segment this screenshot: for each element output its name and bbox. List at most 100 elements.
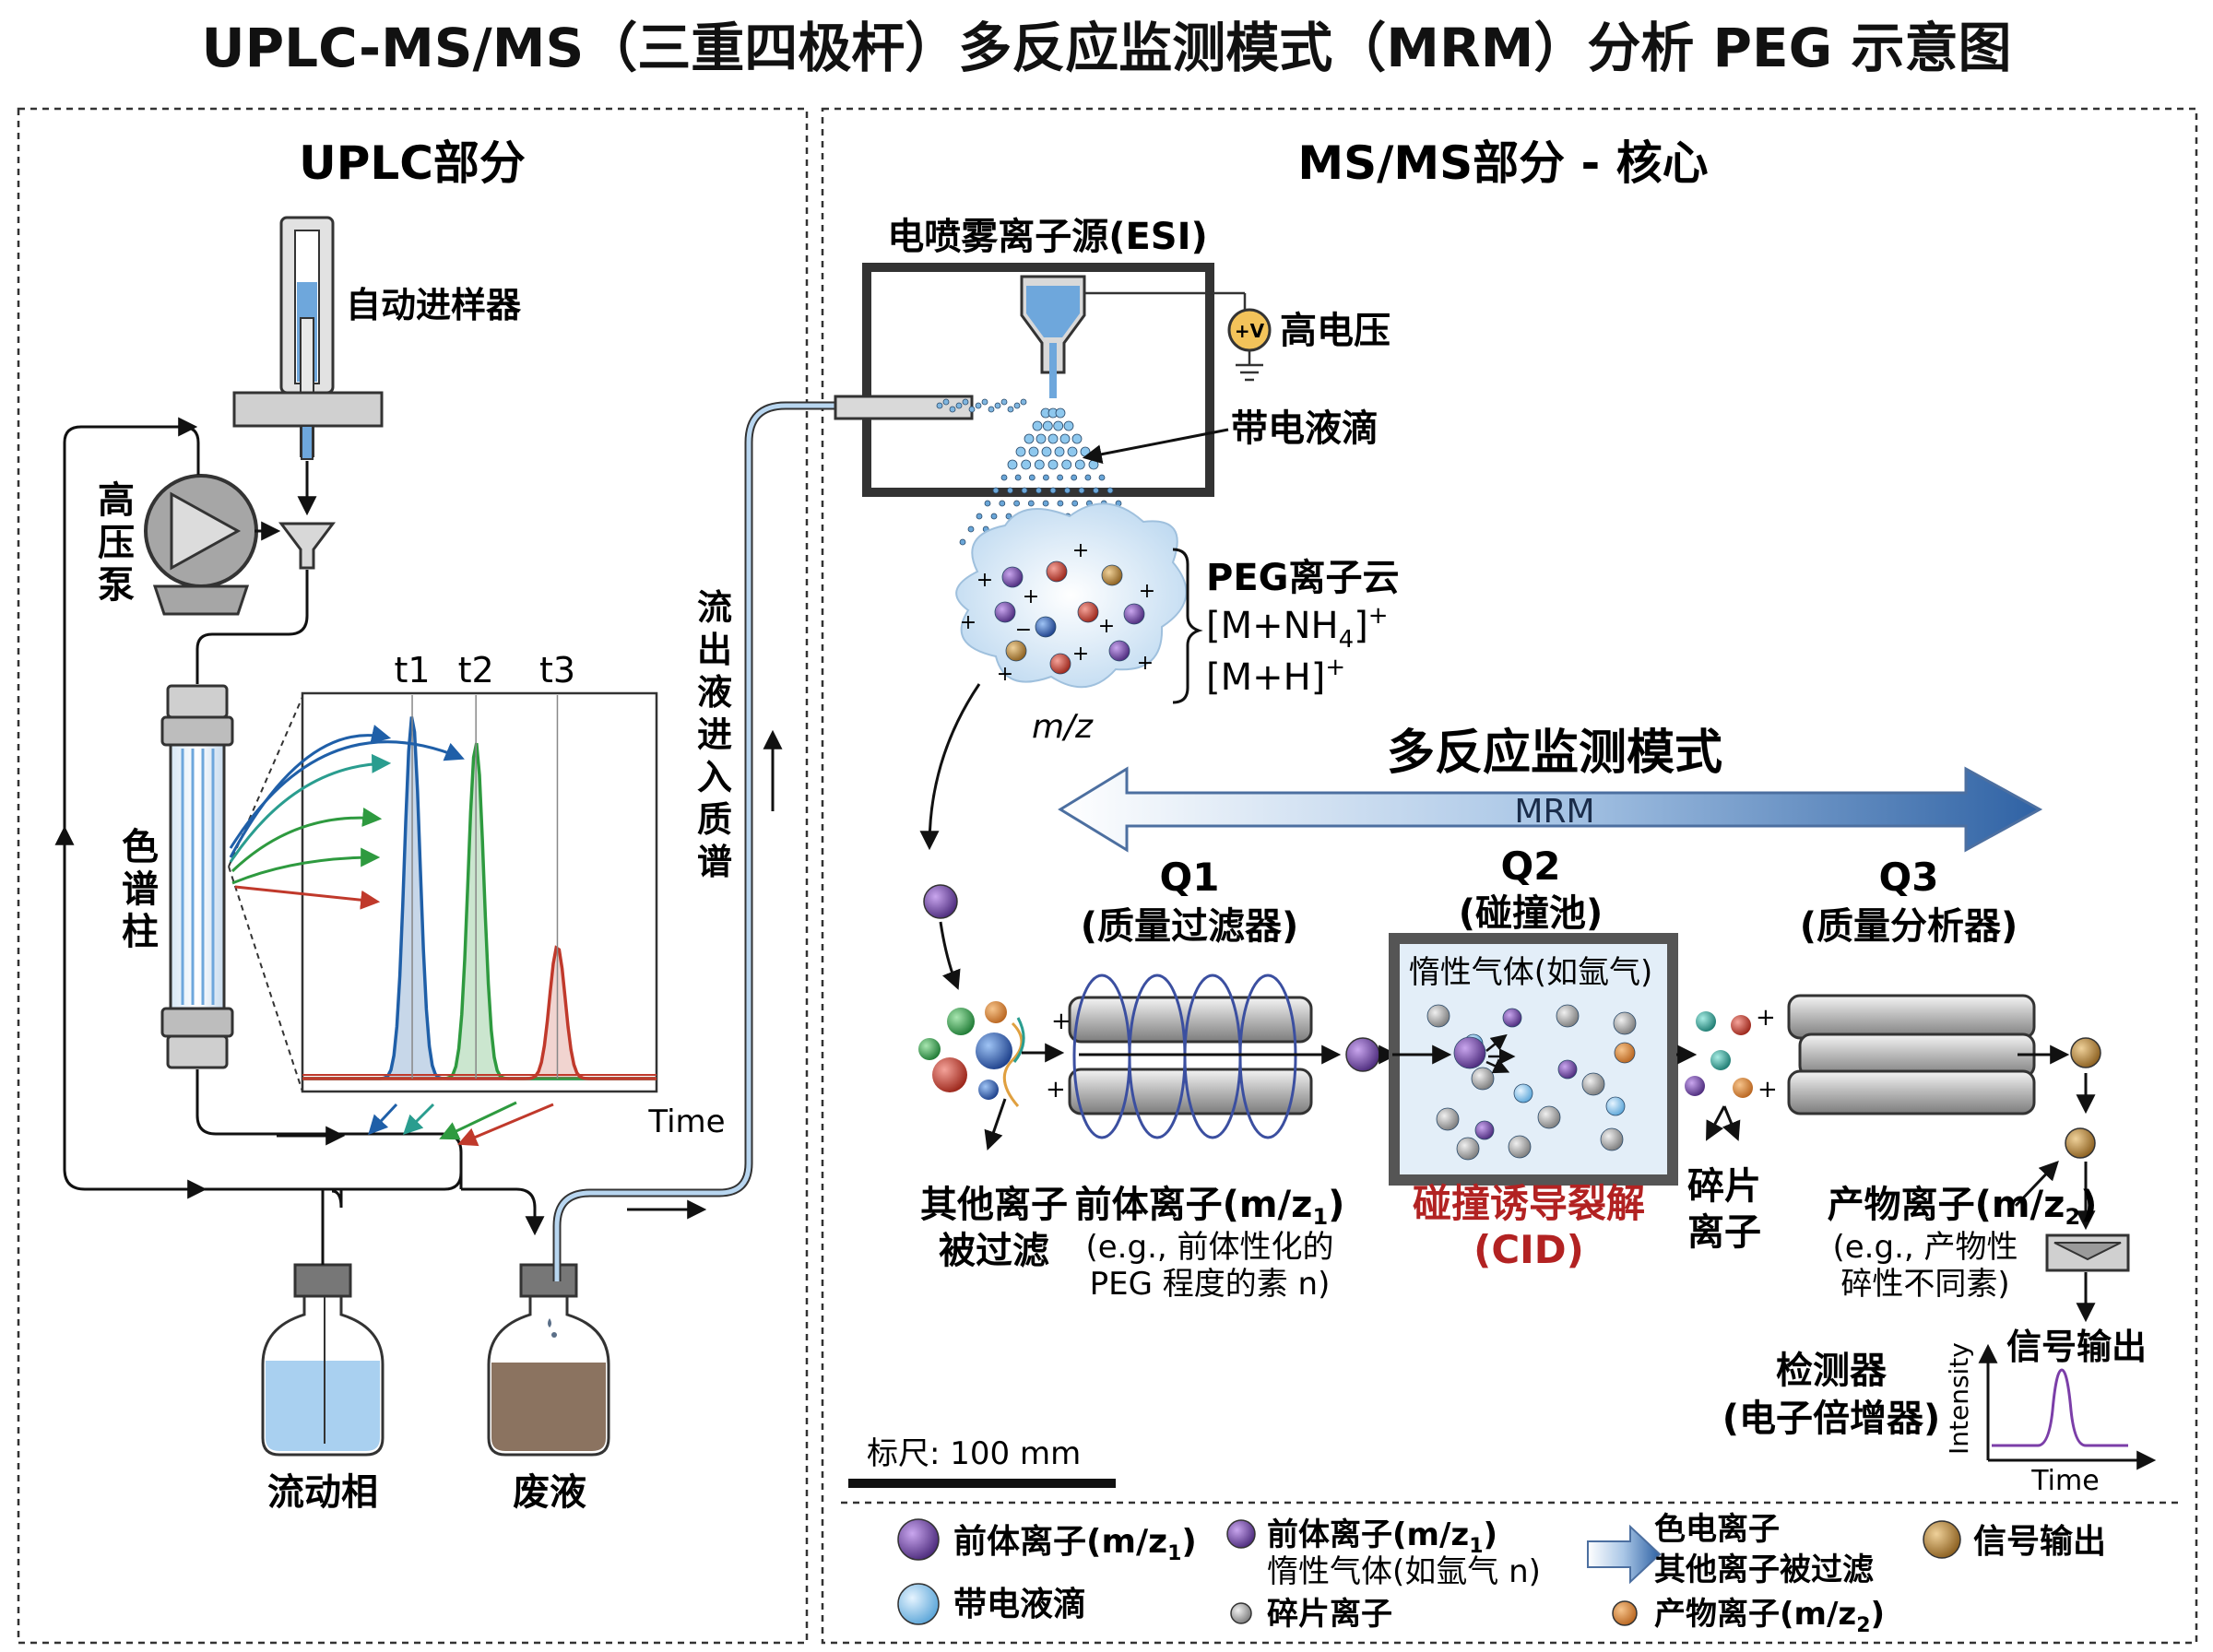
spray-droplet-17 — [1080, 446, 1091, 457]
to-ms-char-3: 液 — [697, 672, 732, 713]
peak-line-3 — [302, 945, 657, 1080]
q3-label: Q3 — [1879, 855, 1939, 900]
legend-signal-swatch — [1923, 1520, 1961, 1559]
spray-droplet-39 — [1078, 487, 1085, 494]
to-ms-char-7: 谱 — [697, 842, 732, 882]
precursor-ion-after-q1 — [1345, 1037, 1380, 1072]
inert-gas-atom-4 — [1581, 1072, 1605, 1096]
legend-arrow-2: 其他离子被过滤 — [1654, 1552, 1874, 1588]
detector-label-2: (电子倍增器) — [1722, 1398, 1941, 1440]
cloud-ion-5 — [1077, 601, 1099, 623]
cloud-plus-1: + — [1072, 539, 1089, 562]
cloud-ion-8 — [1049, 653, 1071, 675]
adduct-ammonium-main: [M+NH — [1206, 605, 1339, 647]
legend-arrow-swatch — [1587, 1524, 1662, 1585]
other-ions-group — [918, 1001, 1065, 1150]
fragment-plus-bottom: + — [1757, 1076, 1778, 1103]
spray-droplet-100 — [942, 398, 950, 406]
ms-panel-frame — [821, 107, 2198, 1645]
spray-droplet-46 — [1042, 500, 1049, 507]
to-ms-char-2: 出 — [697, 630, 732, 670]
spray-droplet-16 — [1067, 446, 1078, 457]
spray-droplet-24 — [1088, 459, 1099, 470]
peak-label-t1: t1 — [394, 650, 430, 690]
q1-plus-bottom: + — [1046, 1076, 1066, 1103]
spray-droplet-28 — [1043, 474, 1049, 481]
cell-precursor-ion — [1453, 1036, 1486, 1069]
autosampler-label: 自动进样器 — [346, 285, 522, 325]
peak-area-2 — [302, 743, 657, 1079]
mrm-title: 多反应监测模式 — [1387, 726, 1722, 781]
chromatogram-time-label: Time — [647, 1103, 725, 1140]
peak-label-t3: t3 — [539, 650, 575, 690]
mrm-arrow — [1058, 766, 2043, 853]
other-ions-label-1: 其他离子 — [920, 1184, 1068, 1226]
spray-droplet-92 — [994, 402, 1001, 409]
signal-label: 信号输出 — [2006, 1327, 2147, 1367]
precursor-note-2: PEG 程度的素 n) — [1090, 1266, 1331, 1303]
cloud-ion-0 — [1001, 566, 1024, 588]
spray-droplet-19 — [1021, 459, 1032, 470]
selected-precursor-ion — [923, 884, 958, 919]
spray-droplet-52 — [976, 513, 983, 520]
legend-droplet-swatch — [897, 1583, 940, 1625]
spray-droplet-9 — [1047, 433, 1059, 444]
spray-droplet-54 — [1005, 513, 1012, 520]
scale-bar — [848, 1479, 1116, 1488]
page-title: UPLC-MS/MS（三重四极杆）多反应监测模式（MRM）分析 PEG 示意图 — [202, 17, 2012, 79]
uplc-panel-frame — [17, 107, 809, 1645]
spray-droplet-11 — [1071, 433, 1083, 444]
spray-droplet-38 — [1064, 487, 1071, 494]
waste-bottle — [487, 1263, 610, 1457]
spray-droplet-53 — [990, 513, 998, 520]
fragment-label-2: 离子 — [1687, 1211, 1761, 1254]
spray-droplet-101 — [936, 402, 943, 409]
precursor-note-1: (e.g., 前体性化的 — [1086, 1229, 1334, 1266]
q2-desc: (碰撞池) — [1459, 892, 1604, 935]
mobile-phase-bottle — [261, 1189, 385, 1457]
spray-droplet-48 — [1071, 500, 1079, 507]
spray-droplet-43 — [999, 500, 1006, 507]
cloud-plus-3: + — [1023, 585, 1039, 608]
cloud-minus-0: − — [1015, 619, 1032, 642]
other-ions-label-2: 被过滤 — [939, 1230, 1049, 1272]
spray-droplet-91 — [1000, 398, 1008, 406]
inert-gas-atom-7 — [1508, 1135, 1532, 1159]
product-label-close: ) — [2080, 1184, 2097, 1226]
mz-label: m/z — [1032, 708, 1094, 746]
spray-droplet-44 — [1013, 500, 1020, 507]
spray-droplet-63 — [967, 525, 975, 533]
fragment-label-1: 碎片 — [1687, 1165, 1761, 1208]
adduct-ammonium-sub: 4 — [1339, 626, 1355, 654]
to-ms-char-1: 流 — [697, 587, 732, 628]
inert-gas-label: 惰性气体(如氩气) — [1409, 954, 1653, 991]
legend-product: 产物离子(m/z2) — [1654, 1596, 1885, 1637]
adduct-ammonium-sup: + — [1368, 602, 1389, 630]
legend-precursor-main: 前体离子(m/z — [953, 1523, 1167, 1561]
spray-droplet-33 — [992, 487, 1000, 494]
cloud-plus-4: + — [1098, 615, 1115, 638]
spray-droplet-41 — [1106, 487, 1114, 494]
spray-droplet-98 — [955, 402, 963, 409]
ion-cloud-title: PEG离子云 — [1206, 557, 1399, 599]
spray-droplet-88 — [1020, 398, 1027, 406]
chromatogram-chart — [228, 691, 658, 1147]
scale-label: 标尺: 100 mm — [867, 1435, 1081, 1472]
column-label-1: 色 — [122, 826, 159, 868]
spray-droplet-36 — [1035, 487, 1042, 494]
legend-inert-swatch — [1226, 1519, 1256, 1549]
spray-droplet-29 — [1057, 474, 1063, 481]
product-ion-after-q3 — [2070, 1037, 2101, 1068]
mobile-phase-label: 流动相 — [267, 1471, 378, 1514]
to-ms-label: 流 出 液 进 入 质 谱 — [697, 587, 732, 882]
spray-droplet-7 — [1024, 433, 1035, 444]
q3-desc: (质量分析器) — [1800, 905, 2018, 948]
spray-droplet-99 — [949, 406, 956, 413]
chromatography-column — [160, 684, 234, 1069]
spray-droplet-18 — [1007, 459, 1018, 470]
q1-desc: (质量过滤器) — [1081, 905, 1299, 948]
product-note-2: 碎性不同素) — [1840, 1266, 2009, 1303]
legend-fragment-swatch — [1230, 1602, 1252, 1624]
legend-arrow-1: 色电离子 — [1654, 1511, 1780, 1548]
